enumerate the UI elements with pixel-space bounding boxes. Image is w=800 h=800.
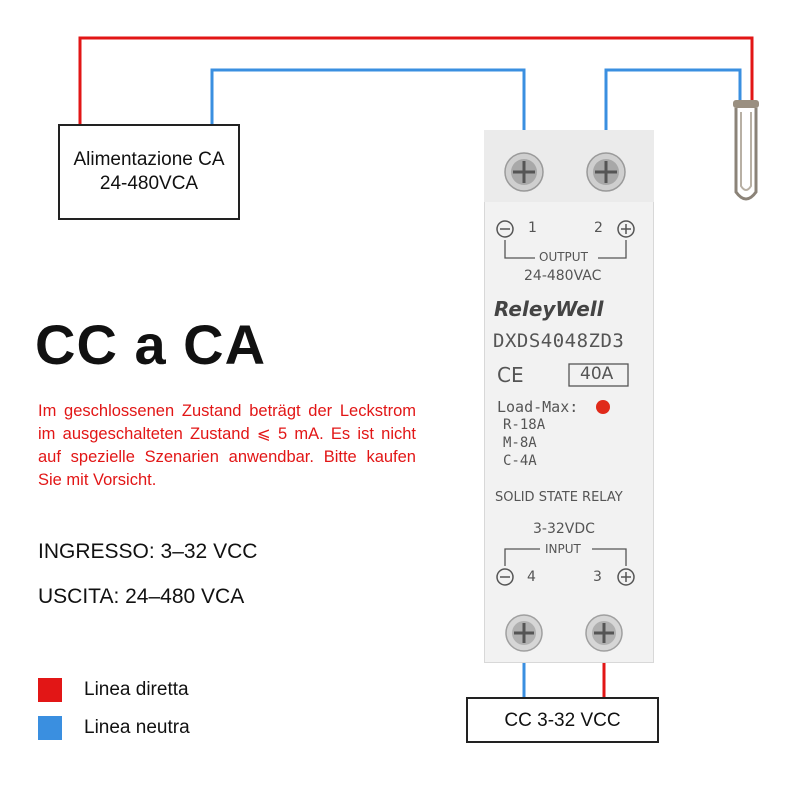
indicator-led — [596, 400, 610, 414]
warning-text: Im geschlossenen Zustand beträgt der Lec… — [38, 402, 416, 489]
neutral-wire-ac — [210, 68, 526, 165]
output-spec: USCITA: 24–480 VCA — [38, 585, 245, 608]
model-number: DXDS4048ZD3 — [493, 330, 625, 352]
load-wire — [604, 68, 742, 165]
screw-terminal-3 — [585, 614, 623, 652]
brand-logo: ReleyWell — [494, 297, 604, 321]
load-icon — [733, 100, 759, 201]
terminal-3-label: 3 — [593, 569, 602, 585]
minus-icon — [496, 220, 514, 238]
rating-value: 40A — [580, 364, 614, 384]
input-bracket — [504, 548, 540, 566]
output-voltage: 24-480VAC — [524, 268, 602, 284]
live-wire-ac — [78, 36, 754, 124]
rating-box — [568, 363, 629, 387]
terminal-4-label: 4 — [527, 569, 536, 585]
neutral-swatch — [38, 716, 62, 740]
input-label: INPUT — [545, 542, 581, 556]
screw-terminal-1 — [504, 152, 544, 192]
dc-supply-label: CC 3-32 VCC — [504, 710, 621, 731]
page-title: CC a CA — [35, 313, 267, 376]
plus-icon — [617, 220, 635, 238]
load-line-motor: M-8A — [503, 435, 537, 451]
ac-supply-line2: 24-480VCA — [99, 173, 199, 194]
terminal-2-label: 2 — [594, 220, 603, 236]
ac-supply-box: Alimentazione CA 24-480VCA — [58, 124, 240, 220]
legend-live: Linea diretta — [38, 678, 189, 702]
load-line-capacitive: C-4A — [503, 453, 537, 469]
output-label: OUTPUT — [539, 250, 588, 264]
legend-neutral: Linea neutra — [38, 716, 190, 740]
dc-supply-box: CC 3-32 VCC — [466, 697, 659, 743]
live-swatch — [38, 678, 62, 702]
ac-supply-line1: Alimentazione CA — [73, 149, 225, 170]
screw-terminal-4 — [505, 614, 543, 652]
input-bracket-right — [592, 548, 627, 566]
load-line-resistive: R-18A — [503, 417, 546, 433]
terminal-1-label: 1 — [528, 220, 537, 236]
output-bracket-right — [598, 240, 627, 259]
legend-neutral-label: Linea neutra — [84, 717, 190, 738]
ce-mark: CE — [497, 363, 524, 387]
minus-icon — [496, 568, 514, 586]
input-voltage: 3-32VDC — [533, 521, 595, 537]
plus-icon — [617, 568, 635, 586]
relay-type: SOLID STATE RELAY — [495, 490, 623, 505]
load-max-label: Load-Max: — [497, 398, 579, 416]
output-bracket — [504, 240, 535, 259]
legend-live-label: Linea diretta — [84, 679, 189, 700]
input-spec: INGRESSO: 3–32 VCC — [38, 540, 258, 563]
screw-terminal-2 — [586, 152, 626, 192]
